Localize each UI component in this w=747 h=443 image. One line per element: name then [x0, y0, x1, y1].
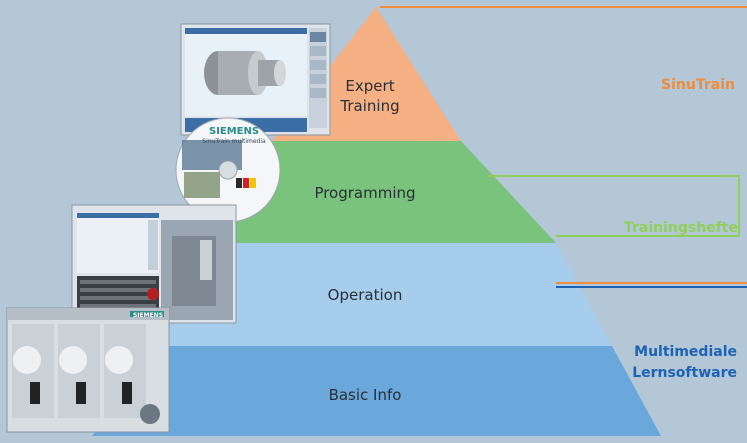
- tier-label-operation: Operation: [327, 286, 403, 304]
- tier-programming: [215, 141, 556, 243]
- tier-label-basic-info: Basic Info: [328, 386, 402, 404]
- hmi-panel-image: [71, 204, 237, 324]
- side-label-multimedia: Multimediale Lernsoftware: [632, 344, 737, 381]
- cnc-screen-image: [180, 23, 331, 136]
- tier-basic-info: [92, 346, 661, 436]
- tier-label-programming: Programming: [314, 184, 416, 202]
- cd-brand: SIEMENS: [209, 126, 259, 137]
- trainingshefte-bracket: [488, 175, 740, 237]
- tier-operation: [160, 243, 612, 346]
- side-label-sinutrain: SinuTrain: [661, 77, 735, 93]
- multimedia-software-image: SIEMENS: [6, 307, 170, 433]
- cd-subtitle: SinuTrain multimedia: [202, 138, 266, 145]
- side-label-trainingshefte: Trainingshefte: [624, 220, 738, 236]
- cd-image: SIEMENS SinuTrain multimedia: [175, 117, 281, 223]
- trainingshefte-bracket-bottom: [556, 235, 740, 237]
- multimedia-brand: SIEMENS: [133, 312, 163, 319]
- tier-label-expert-training: Expert Training: [340, 77, 400, 115]
